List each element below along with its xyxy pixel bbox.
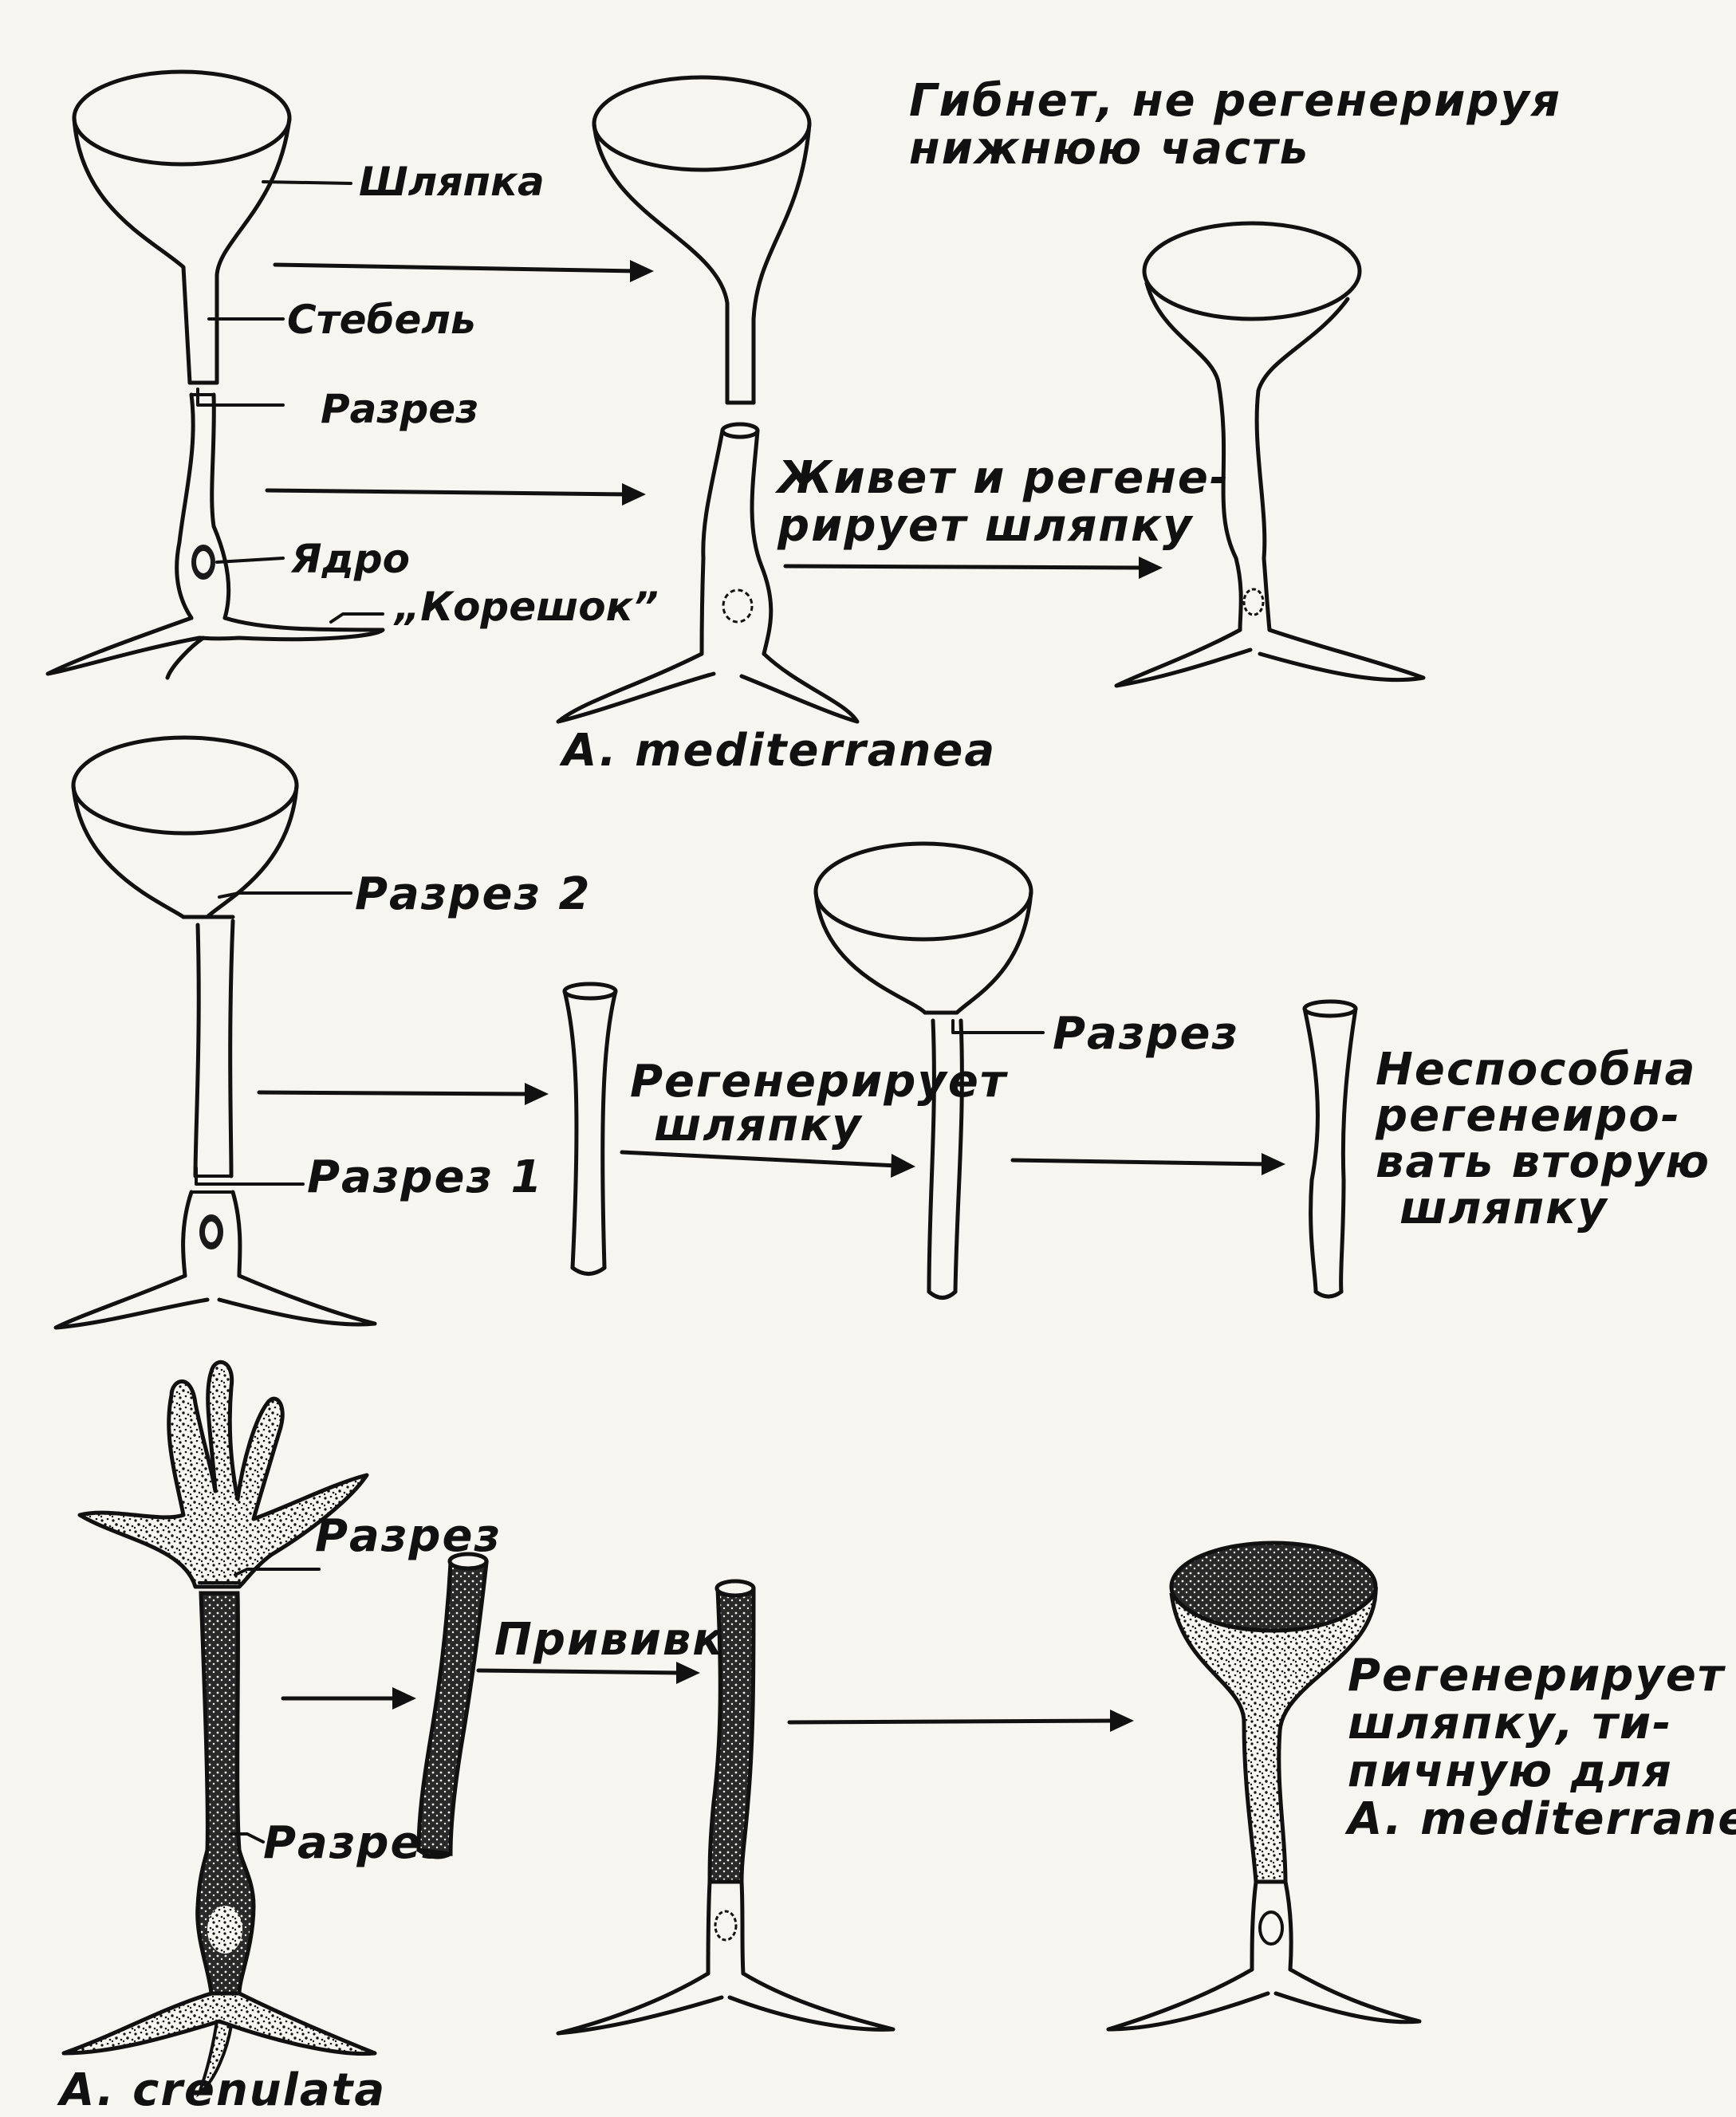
arrow-stem-segment	[257, 1083, 549, 1105]
plant-full-row2	[53, 735, 377, 1330]
label-cap: Шляпка	[359, 159, 545, 205]
label-dies-line1: Гибнет, не регенерируя	[909, 75, 1561, 127]
row-2-double-cut: Разрез 2 Разрез 1 Регенерирует шляпку	[53, 735, 1710, 1330]
label-stem: Стебель	[287, 297, 476, 343]
arrow-regen-cap	[620, 1150, 915, 1178]
plant-base-fragment	[556, 422, 860, 724]
label-lives-line2: рирует шляпку	[777, 500, 1194, 552]
label-cut-mid: Разрез	[1053, 1008, 1239, 1060]
label-typical-line3: пичную для	[1348, 1745, 1673, 1797]
label-unable-line4: шляпку	[1399, 1182, 1608, 1234]
plant-grafted	[556, 1579, 896, 2036]
label-regen-line2: шляпку	[654, 1100, 863, 1151]
arrow-regenerates	[783, 557, 1163, 579]
label-regen-line1: Регенерирует	[630, 1056, 1009, 1108]
arrow-graft	[476, 1662, 700, 1684]
label-graft: Прививка	[494, 1614, 756, 1666]
label-typical-line2: шляпку, ти-	[1348, 1698, 1672, 1749]
arrow-to-result	[787, 1710, 1134, 1732]
arrow-upper-part	[273, 260, 654, 282]
label-rootlet: „Корешок”	[393, 584, 659, 630]
plant-result	[1106, 1541, 1422, 2032]
stem-segment-2	[1302, 999, 1358, 1299]
plant-regenerated	[1114, 221, 1426, 688]
label-cut-2: Разрез 2	[355, 868, 591, 920]
arrow-second-attempt	[1010, 1153, 1285, 1175]
arrow-lower-part	[265, 483, 646, 506]
row-3-crenulata-graft: Разрез Разрез A. crenulata Прививка	[57, 1360, 1736, 2116]
label-species-mediterranea: A. mediterranea	[559, 725, 996, 777]
label-unable-line2: регенеиро-	[1375, 1090, 1681, 1142]
label-cut: Разрез	[321, 386, 478, 432]
row-1-mediterranea-cut: Шляпка Стебель Разрез Ядро „Корешок” Гиб…	[45, 69, 1561, 777]
stem-segment-1	[562, 982, 618, 1276]
arrow-to-graft-segment	[281, 1687, 416, 1710]
label-nucleus: Ядро	[290, 536, 410, 582]
label-cut-1: Разрез 1	[307, 1151, 543, 1203]
label-unable-line3: вать вторую	[1376, 1136, 1710, 1188]
label-lives-line1: Живет и регене-	[774, 452, 1230, 504]
label-dies-line2: нижнюю часть	[909, 123, 1309, 175]
stem-segment-crenulata	[416, 1552, 489, 1859]
label-unable-line1: Неспособна	[1376, 1044, 1696, 1096]
plant-crenulata	[61, 1360, 377, 2098]
label-typical-line4: A. mediterranea	[1344, 1793, 1736, 1845]
label-typical-line1: Регенерирует	[1348, 1650, 1726, 1702]
stem-segment-with-cap	[813, 841, 1045, 1300]
plant-full-left	[45, 69, 385, 680]
plant-cap-fragment	[592, 75, 812, 405]
label-species-crenulata: A. crenulata	[57, 2064, 386, 2116]
